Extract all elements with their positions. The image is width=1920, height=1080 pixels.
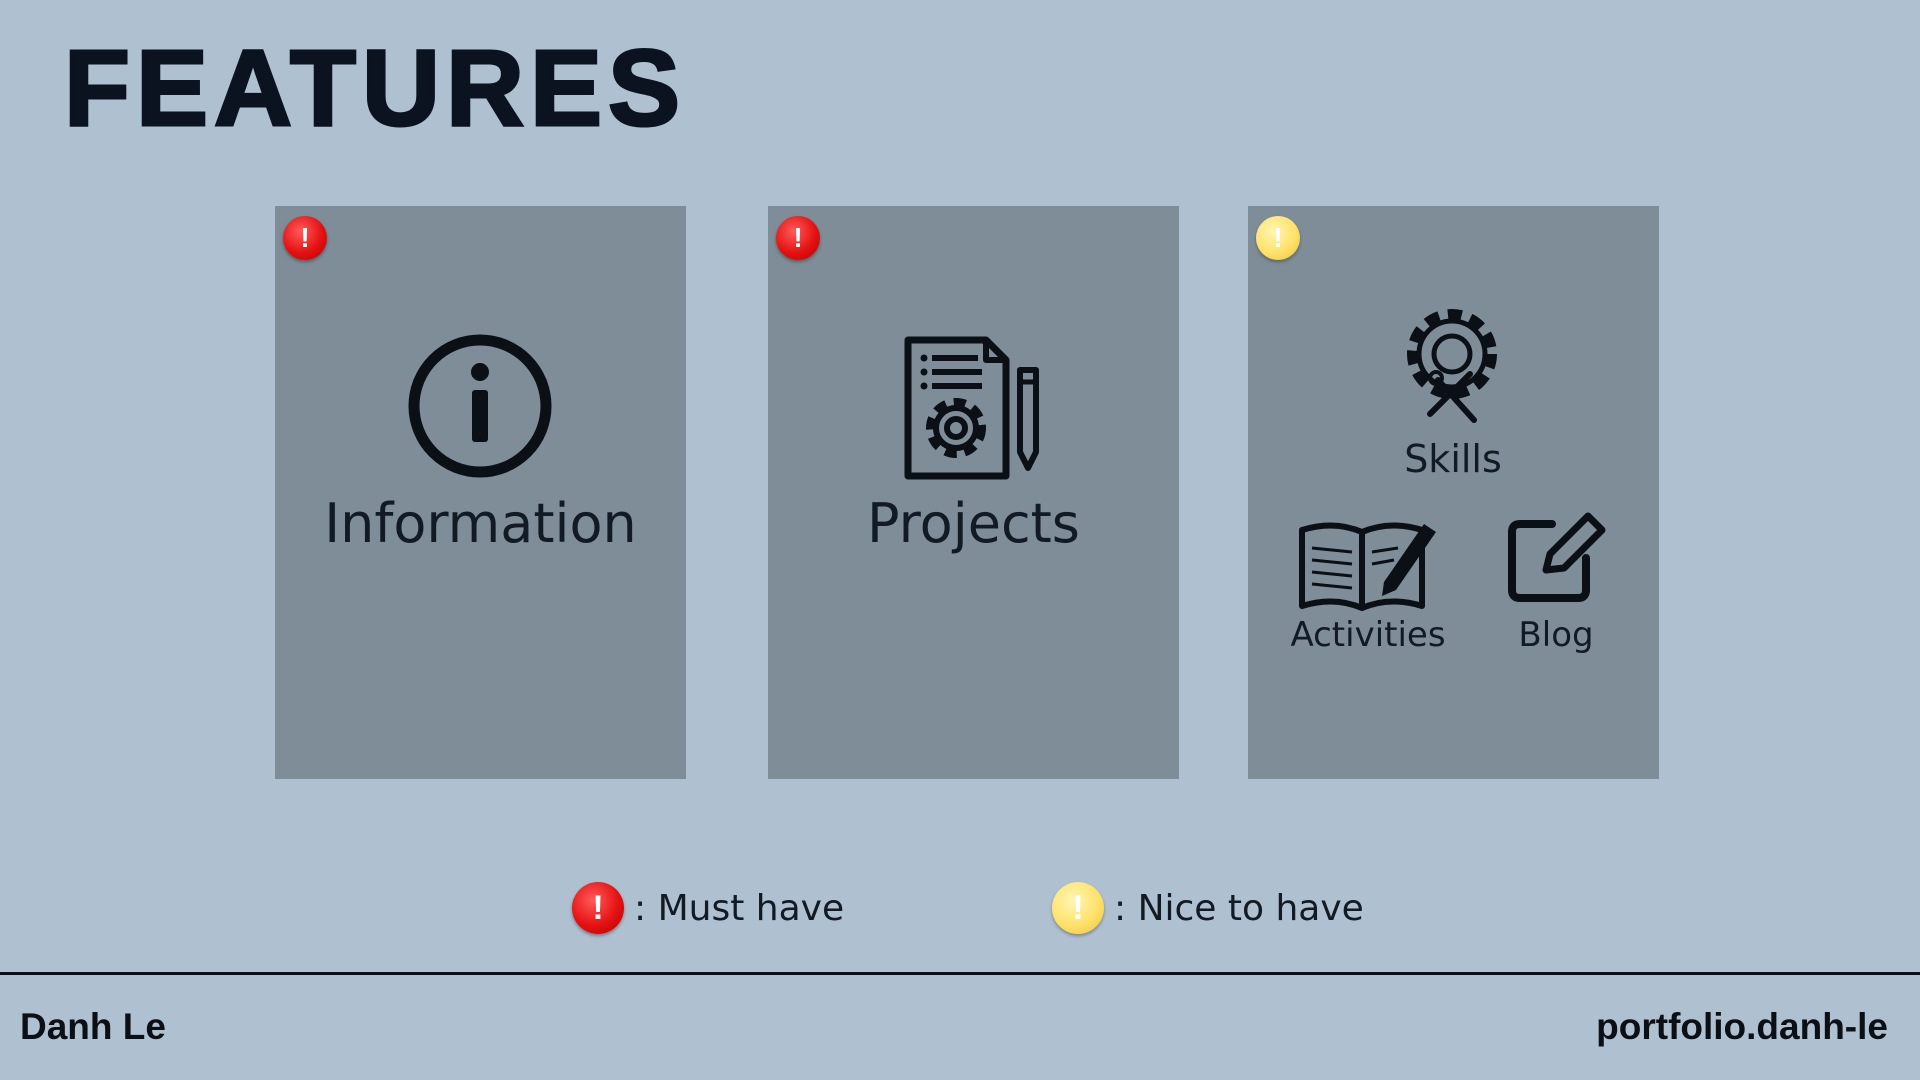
footer-author: Danh Le <box>20 1006 166 1047</box>
card-label-projects: Projects <box>867 492 1080 555</box>
legend-nice-to-have: ! : Nice to have <box>1052 882 1364 934</box>
must-have-badge-icon: ! <box>776 216 820 260</box>
item-label-skills: Skills <box>1404 437 1502 481</box>
legend-must-have: ! : Must have <box>572 882 844 934</box>
footer-site[interactable]: portfolio.danh-le <box>1596 1006 1888 1047</box>
must-have-badge-icon: ! <box>283 216 327 260</box>
project-document-gear-icon <box>904 336 1039 480</box>
nice-to-have-legend-icon: ! <box>1052 882 1104 934</box>
info-icon <box>408 334 552 478</box>
item-label-activities: Activities <box>1290 615 1446 655</box>
feature-card-projects[interactable]: ! Projects <box>768 206 1179 779</box>
must-have-legend-icon: ! <box>572 882 624 934</box>
feature-card-information[interactable]: ! Information <box>275 206 686 779</box>
edit-note-icon <box>1508 512 1606 602</box>
legend-nice-to-have-label: : Nice to have <box>1114 887 1364 929</box>
nice-to-have-badge-icon: ! <box>1256 216 1300 260</box>
book-pen-icon <box>1299 522 1436 611</box>
footer-divider <box>0 972 1920 975</box>
card-label-information: Information <box>324 492 637 555</box>
feature-card-extras[interactable]: ! Skills Activities Blog <box>1248 206 1659 779</box>
gear-tools-icon <box>1407 309 1497 423</box>
item-label-blog: Blog <box>1518 615 1594 655</box>
legend-must-have-label: : Must have <box>634 887 845 929</box>
page-title: FEATURES <box>62 27 687 148</box>
